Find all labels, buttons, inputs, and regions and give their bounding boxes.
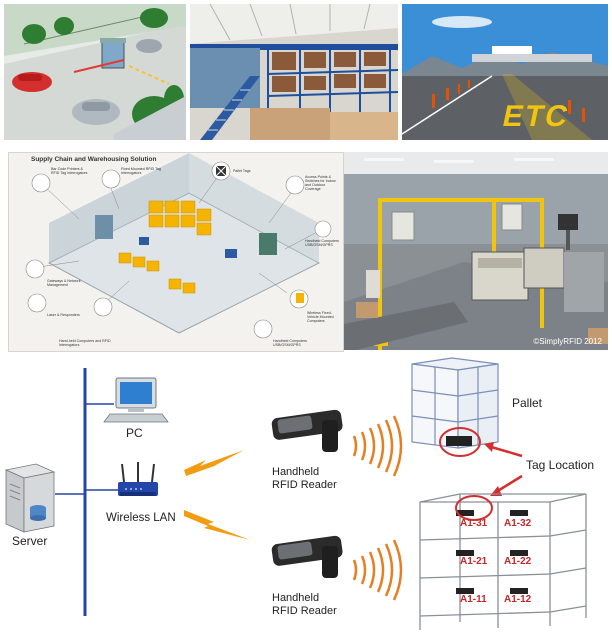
callout-handheld-usb-top: Handheld Computers USB/GSM/GPRS xyxy=(305,239,339,247)
rack-location-a1-12: A1-12 xyxy=(504,594,532,605)
parking-gate-illustration xyxy=(4,4,186,140)
callout-access-points: Access Points & Switches for Indoor and … xyxy=(305,175,336,191)
rack-location-a1-31: A1-31 xyxy=(460,518,488,529)
warehouse-mezzanine-photo xyxy=(190,4,398,140)
callout-pallet-tags: Pallet Tags xyxy=(233,169,251,173)
pc-label: PC xyxy=(126,426,143,440)
callout-gateways: Gateways & Network Management xyxy=(47,279,81,287)
tag-location-label: Tag Location xyxy=(526,458,595,472)
rack-location-a1-32: A1-32 xyxy=(504,518,532,529)
pallet-cage-icon xyxy=(411,357,499,449)
wireless-lan-label: Wireless LAN xyxy=(106,512,176,524)
supply-chain-title: Supply Chain and Warehousing Solution xyxy=(31,156,157,163)
rfid-waves-bottom xyxy=(352,539,403,601)
reader-bottom-label-line1: Handheld xyxy=(272,592,320,604)
supply-chain-diagram: Supply Chain and Warehousing Solution xyxy=(8,152,344,352)
callout-barcode-printers: Bar Code Printers & RFID Tag Interrogato… xyxy=(51,167,88,175)
callout-laser-responders: Laser & Responders xyxy=(47,313,80,317)
callout-handheld-usb-bottom: Handheld Computers USB/GSM/GPRS xyxy=(273,339,307,347)
rack-location-a1-11: A1-11 xyxy=(460,594,487,605)
parking-gate-photo xyxy=(4,4,186,140)
network-diagram xyxy=(4,357,587,630)
etc-road-illustration xyxy=(402,4,608,140)
rack-location-a1-22: A1-22 xyxy=(504,556,532,567)
handheld-reader-bottom-icon xyxy=(271,535,343,578)
wireless-signal-upper xyxy=(184,450,244,476)
server-label: Server xyxy=(12,534,48,548)
callout-fixed-interrogators: Fixed Mounted RFID Tag Interrogators xyxy=(121,167,161,175)
tag-arrow-lower xyxy=(495,474,523,494)
reader-top-label-line2: RFID Reader xyxy=(272,479,337,491)
rack-location-a1-21: A1-21 xyxy=(460,556,488,567)
handheld-reader-top-icon xyxy=(271,409,343,452)
wireless-router-icon xyxy=(118,462,158,496)
reader-bottom-label-line2: RFID Reader xyxy=(272,605,337,617)
rack-tags xyxy=(456,510,528,594)
rfid-portal-illustration xyxy=(344,152,608,350)
etc-toll-road-photo: ETC xyxy=(402,4,608,140)
etc-road-marking: ETC xyxy=(499,100,573,133)
pc-icon xyxy=(103,377,169,423)
tag-arrow-upper xyxy=(487,444,523,458)
portal-copyright: ©SimplyRFID 2012 xyxy=(533,337,602,346)
storage-rack-icon xyxy=(419,493,587,630)
reader-top-label-line1: Handheld xyxy=(272,466,320,478)
warehouse-isometric-illustration xyxy=(25,153,332,339)
pallet-tag-highlight xyxy=(439,427,481,457)
rack-tag-highlight xyxy=(455,495,493,521)
pallet-label: Pallet xyxy=(512,396,543,410)
callout-handheld-interrogators: Hand-held Computers and RFID Interrogato… xyxy=(59,339,111,347)
wireless-signal-lower xyxy=(184,510,250,540)
pallet-tag xyxy=(446,436,472,446)
server-icon xyxy=(4,463,56,533)
warehouse-mezzanine-illustration xyxy=(190,4,398,140)
rfid-waves-top xyxy=(352,415,403,477)
rfid-portal-photo: ©SimplyRFID 2012 xyxy=(344,152,608,350)
callout-vehicle-mounted: Wireless Fixed-Vehicle Mounted Computers xyxy=(307,311,334,323)
